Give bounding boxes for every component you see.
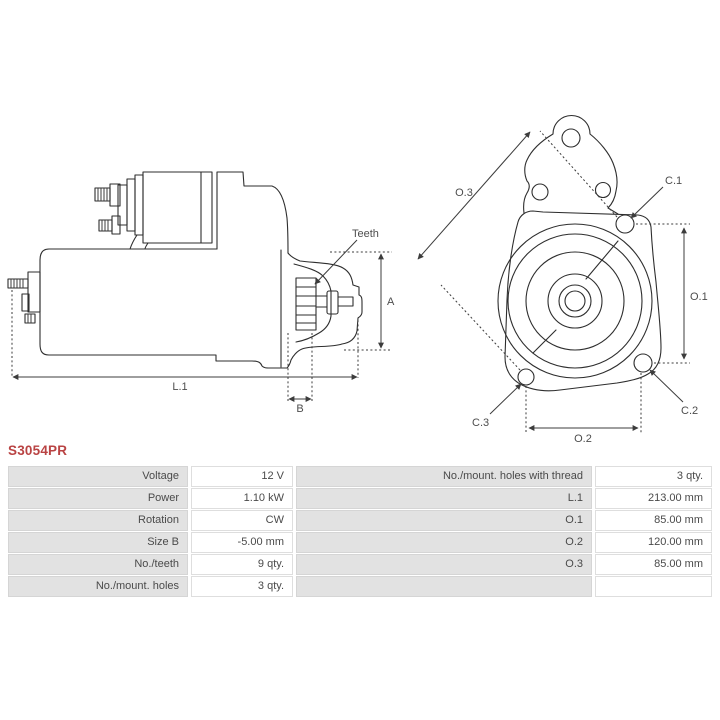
dim-label-B: B — [296, 403, 303, 415]
dim-label-O2: O.2 — [574, 433, 592, 445]
housing-circles — [497, 223, 653, 379]
front-view: O.3 C.1 O.1 C.2 C.3 O.2 — [417, 115, 708, 445]
teeth-label: Teeth — [352, 228, 379, 240]
spec-value: 9 qty. — [191, 554, 293, 575]
spec-value: -5.00 mm — [191, 532, 293, 553]
solenoid — [94, 171, 213, 250]
pinion-gear — [295, 277, 354, 331]
spec-label: No./teeth — [8, 554, 188, 575]
spec-label — [296, 576, 592, 597]
technical-drawing: L.1 B A Teeth — [7, 115, 708, 445]
spec-label: Voltage — [8, 466, 188, 487]
dim-label-A: A — [387, 296, 395, 308]
spec-value: CW — [191, 510, 293, 531]
spec-value: 213.00 mm — [595, 488, 712, 509]
spec-value — [595, 576, 712, 597]
dimension-A: A — [330, 251, 395, 351]
spec-label: No./mount. holes with thread — [296, 466, 592, 487]
spec-label: Rotation — [8, 510, 188, 531]
spec-table: Voltage 12 V No./mount. holes with threa… — [8, 466, 712, 597]
dome-left-hole — [531, 183, 549, 201]
spec-value: 85.00 mm — [595, 554, 712, 575]
spec-value: 3 qty. — [595, 466, 712, 487]
spec-label: O.1 — [296, 510, 592, 531]
spec-label: O.2 — [296, 532, 592, 553]
spec-value: 85.00 mm — [595, 510, 712, 531]
dimension-B: B — [287, 333, 313, 415]
spec-value: 12 V — [191, 466, 293, 487]
mounting-hole-c2 — [633, 353, 653, 373]
dimension-O1: O.1 — [636, 223, 708, 364]
mounting-hole-c1 — [615, 214, 635, 234]
side-view: L.1 B A Teeth — [7, 171, 395, 415]
drive-end-housing — [286, 252, 363, 369]
motor-body — [39, 248, 288, 369]
spec-label: L.1 — [296, 488, 592, 509]
spec-value: 3 qty. — [191, 576, 293, 597]
part-number: S3054PR — [8, 443, 68, 458]
dim-label-L1: L.1 — [172, 381, 187, 393]
dim-label-O1: O.1 — [690, 291, 708, 303]
mounting-flange — [504, 210, 662, 392]
dimension-O2: O.2 — [525, 373, 642, 445]
rear-bracket — [7, 271, 41, 324]
hole-label-c2: C.2 — [681, 405, 698, 417]
dome-top-hole — [561, 128, 581, 148]
spec-value: 120.00 mm — [595, 532, 712, 553]
dimension-O3: O.3 — [417, 130, 618, 371]
dimension-L1: L.1 — [11, 290, 359, 393]
hole-label-c1: C.1 — [665, 175, 682, 187]
dome-right-hole — [594, 181, 612, 199]
spec-label: Size B — [8, 532, 188, 553]
spec-value: 1.10 kW — [191, 488, 293, 509]
hole-label-c3: C.3 — [472, 417, 489, 429]
callout-C2: C.2 — [649, 369, 698, 417]
spec-label: Power — [8, 488, 188, 509]
callout-C3: C.3 — [472, 383, 522, 429]
spec-label: No./mount. holes — [8, 576, 188, 597]
mounting-hole-c3 — [517, 368, 535, 386]
terminal-studs — [94, 183, 121, 235]
dim-label-O3: O.3 — [455, 187, 473, 199]
spec-label: O.3 — [296, 554, 592, 575]
shaft-bore — [564, 290, 586, 312]
callout-C1: C.1 — [630, 175, 682, 219]
teeth-callout: Teeth — [314, 228, 379, 285]
